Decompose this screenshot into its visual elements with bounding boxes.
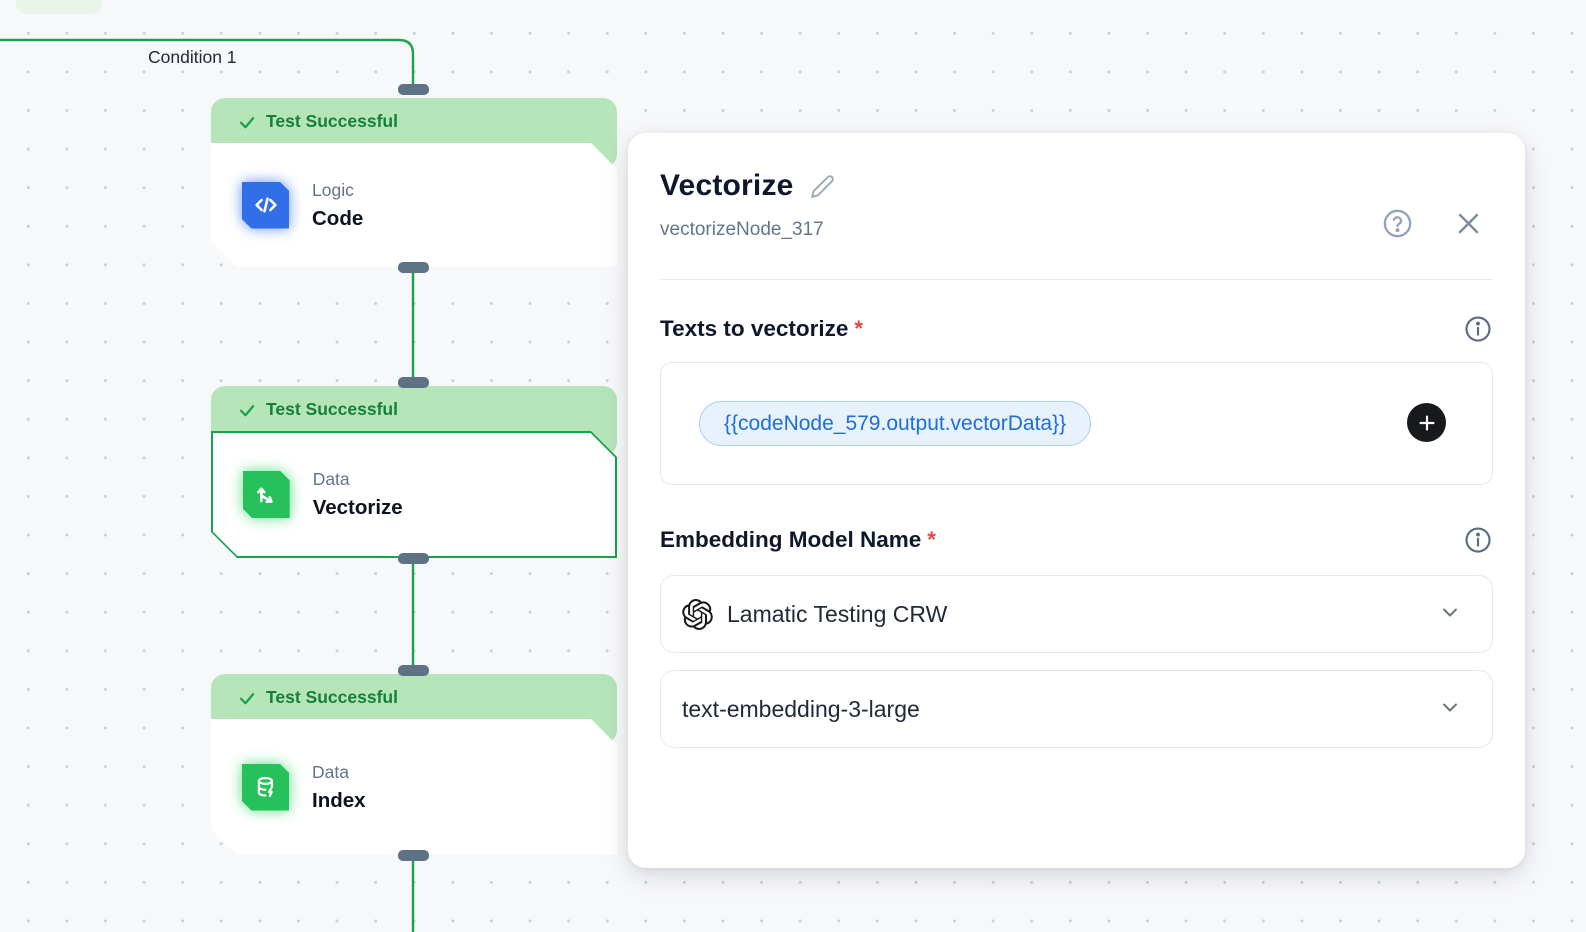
index-icon [242,764,289,811]
vectorize-icon [243,471,290,518]
node-title: Index [312,788,366,812]
provider-dropdown[interactable]: Lamatic Testing CRW [660,575,1493,653]
node-handle-source[interactable] [398,553,429,564]
code-icon [242,182,289,229]
node-id-label: vectorizeNode_317 [660,219,824,240]
node-config-panel: Vectorize vectorizeNode_317 [628,133,1525,868]
canvas-toolbar-remnant [16,0,102,14]
node-category: Data [312,469,350,489]
test-status-label: Test Successful [266,111,398,131]
chevron-down-icon [1438,600,1462,629]
texts-to-vectorize-field[interactable]: {{codeNode_579.output.vectorData}} [660,362,1493,485]
node-handle-target[interactable] [398,665,429,676]
node-handle-target[interactable] [398,377,429,388]
node-category: Data [312,761,349,782]
add-text-button[interactable] [1407,403,1446,442]
node-code[interactable]: Logic Code [211,143,617,267]
node-vectorize[interactable]: Data Vectorize [211,431,617,558]
required-asterisk: * [927,527,936,552]
edge-label-condition: Condition 1 [148,47,237,67]
node-handle-source[interactable] [398,850,429,861]
openai-logo-icon [682,598,713,630]
texts-to-vectorize-label: Texts to vectorize [660,316,849,341]
chevron-down-icon [1438,695,1462,724]
plus-icon [1418,414,1435,431]
test-status-label: Test Successful [266,687,398,707]
model-dropdown[interactable]: text-embedding-3-large [660,670,1493,748]
model-dropdown-value: text-embedding-3-large [682,695,920,722]
node-title: Code [312,206,364,230]
embedding-model-name-label: Embedding Model Name [660,527,922,552]
required-asterisk: * [854,316,863,341]
provider-dropdown-value: Lamatic Testing CRW [727,600,948,627]
node-handle-target[interactable] [398,84,429,95]
edit-title-icon[interactable] [810,174,835,199]
check-icon [239,405,255,417]
panel-title: Vectorize [660,169,794,202]
check-icon [239,693,255,705]
header-divider [660,279,1493,280]
variable-pill[interactable]: {{codeNode_579.output.vectorData}} [699,401,1092,446]
check-icon [239,117,255,129]
info-icon[interactable] [1463,314,1493,344]
node-handle-source[interactable] [398,262,429,273]
close-icon[interactable] [1454,209,1483,238]
help-icon[interactable] [1381,207,1414,240]
node-category: Logic [312,179,354,200]
info-icon[interactable] [1463,525,1493,555]
node-index[interactable]: Data Index [211,719,617,855]
test-status-label: Test Successful [266,399,398,419]
node-title: Vectorize [312,496,403,519]
